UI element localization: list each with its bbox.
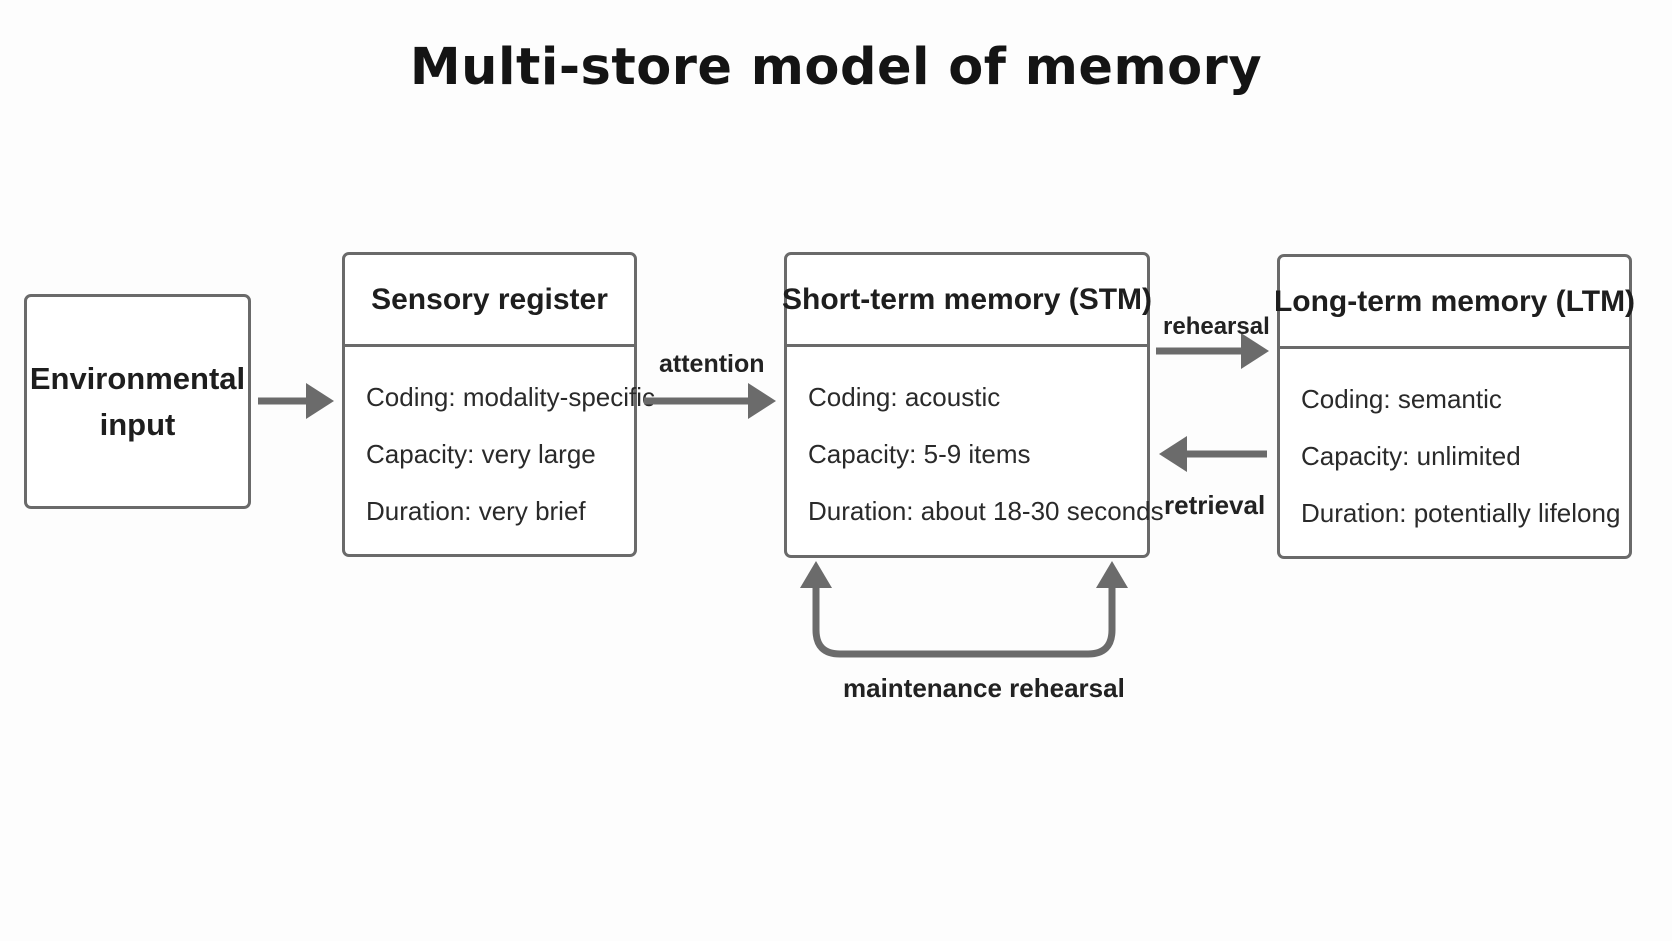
stm-title: Short-term memory (STM): [782, 255, 1152, 347]
stm-attributes: Coding: acoustic Capacity: 5-9 items Dur…: [787, 347, 1164, 540]
attention-arrow: [644, 383, 776, 419]
sensory-register-attributes: Coding: modality-specific Capacity: very…: [345, 347, 656, 540]
sensory-register-capacity: Capacity: very large: [366, 439, 596, 469]
environmental-input-line2: input: [99, 406, 176, 442]
attention-label: attention: [659, 350, 765, 378]
ltm-box: Long-term memory (LTM) Coding: semantic …: [1274, 254, 1635, 559]
ltm-title: Long-term memory (LTM): [1274, 257, 1635, 349]
sensory-register-box: Sensory register Coding: modality-specif…: [342, 252, 656, 557]
ltm-capacity: Capacity: unlimited: [1301, 441, 1521, 471]
ltm-attributes: Coding: semantic Capacity: unlimited Dur…: [1280, 349, 1629, 542]
stm-capacity: Capacity: 5-9 items: [808, 439, 1031, 469]
diagram-title: Multi-store model of memory: [409, 38, 1263, 97]
sensory-register-title: Sensory register: [345, 255, 634, 347]
stm-duration: Duration: about 18-30 seconds: [808, 496, 1164, 526]
ltm-coding: Coding: semantic: [1301, 384, 1502, 414]
stm-box: Short-term memory (STM) Coding: acoustic…: [782, 252, 1164, 558]
environmental-input-box: Environmental input: [24, 294, 251, 509]
maintenance-rehearsal-label: maintenance rehearsal: [843, 673, 1125, 703]
ltm-duration: Duration: potentially lifelong: [1301, 498, 1621, 528]
sensory-register-coding: Coding: modality-specific: [366, 382, 656, 412]
rehearsal-label: rehearsal: [1163, 313, 1270, 340]
environmental-input-line1: Environmental: [29, 360, 246, 396]
maintenance-loop-arrow: [800, 561, 1128, 658]
retrieval-label: retrieval: [1164, 490, 1266, 520]
sensory-register-duration: Duration: very brief: [366, 496, 586, 526]
retrieval-arrow: [1159, 436, 1267, 472]
input-to-sensory-arrow: [258, 383, 334, 419]
stm-coding: Coding: acoustic: [808, 382, 1001, 412]
